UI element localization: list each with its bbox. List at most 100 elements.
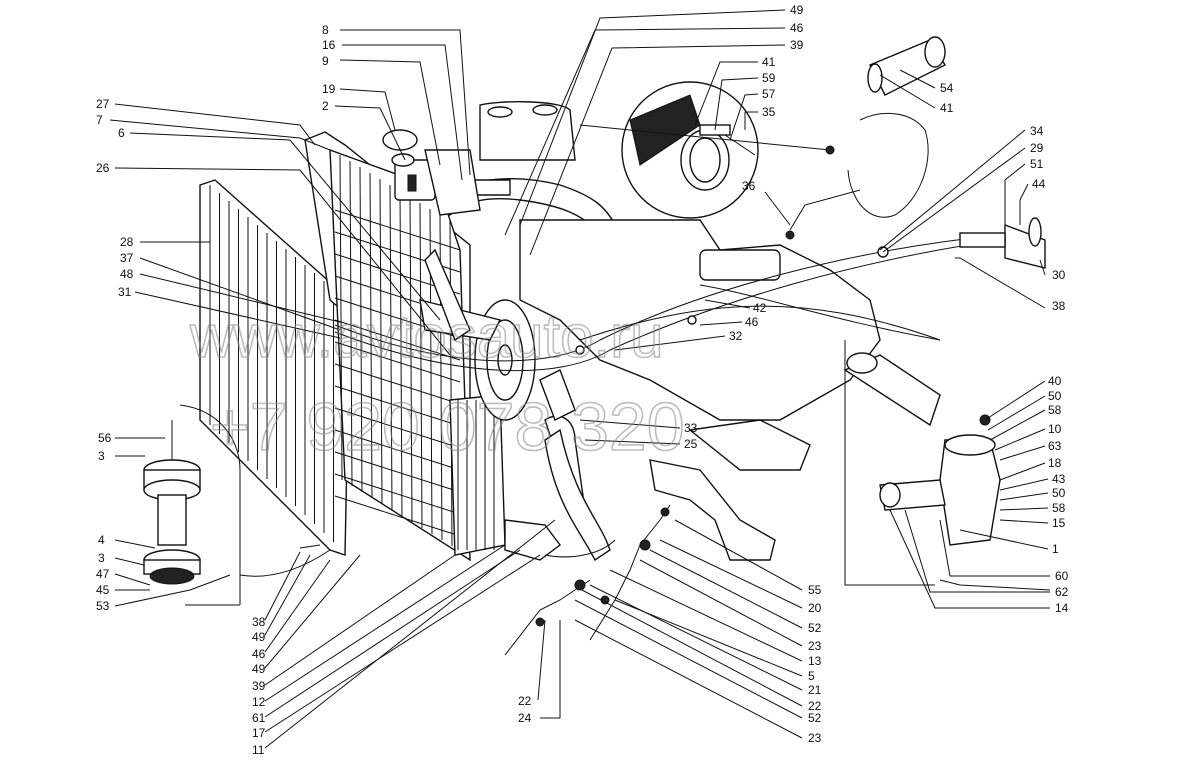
watermark: www.avtosauto.ru +7 920 078 320	[188, 302, 685, 466]
callout-number: 38	[1052, 299, 1066, 313]
callout-number: 39	[790, 38, 804, 52]
callout-number: 39	[252, 679, 266, 693]
leader-line	[639, 559, 803, 647]
callout-number: 38	[252, 615, 266, 629]
leader-line	[609, 569, 803, 662]
radiator-cap	[382, 129, 418, 192]
leader-line	[882, 147, 1026, 253]
leader-line	[114, 539, 156, 549]
callout-number: 21	[808, 683, 822, 697]
callout-number: 32	[729, 329, 743, 343]
leader-line	[129, 132, 441, 321]
leader-line	[999, 445, 1046, 461]
leader-line	[879, 129, 1026, 251]
leader-line	[939, 519, 1050, 577]
leader-line	[989, 409, 1046, 441]
callout-number: 31	[118, 285, 132, 299]
callout-number: 36	[742, 179, 756, 193]
callout-number: 46	[790, 21, 804, 35]
callout-number: 46	[745, 315, 759, 329]
upper-right-hose	[579, 36, 946, 240]
drain-taps	[504, 504, 671, 656]
leader-line	[139, 273, 341, 323]
leader-line	[714, 77, 759, 131]
leader-line	[889, 509, 1050, 609]
callout-number: 30	[1052, 268, 1066, 282]
callout-number: 58	[1052, 501, 1066, 515]
leader-line	[540, 620, 561, 719]
callout-number: 48	[120, 267, 134, 281]
callout-number: 53	[96, 599, 110, 613]
callout-number: 14	[1055, 601, 1069, 615]
leader-line	[264, 559, 331, 653]
callout-number: 9	[322, 54, 329, 68]
callout-number: 23	[808, 731, 822, 745]
leader-line	[589, 584, 803, 691]
leader-line	[264, 544, 506, 702]
fan-pulley	[419, 248, 536, 421]
callout-number: 57	[762, 87, 776, 101]
callout-number: 11	[252, 743, 265, 757]
leader-line	[994, 428, 1046, 451]
leader-line	[504, 27, 786, 236]
callout-number: 23	[808, 639, 822, 653]
callout-number: 40	[1048, 374, 1062, 388]
leader-line	[529, 44, 786, 256]
callout-number: 7	[96, 113, 103, 127]
callout-number: 25	[684, 437, 698, 451]
leader-line	[899, 69, 936, 89]
callout-number: 51	[1030, 157, 1044, 171]
callout-number: 16	[322, 38, 336, 52]
callout-number: 33	[684, 421, 698, 435]
callout-number: 8	[322, 23, 329, 37]
lower-hoses	[504, 369, 616, 562]
leader-line	[109, 119, 331, 151]
leader-line	[264, 519, 556, 749]
callout-number: 3	[98, 449, 105, 463]
callout-number: 22	[808, 699, 822, 713]
right-filter-assembly	[843, 352, 1001, 546]
callout-number: 35	[762, 105, 776, 119]
leader-line	[999, 478, 1049, 491]
callout-number: 2	[322, 99, 329, 113]
callout-labels: 8169494639415957355441277619226363429514…	[96, 3, 1069, 757]
callout-number: 20	[808, 601, 822, 615]
callout-number: 15	[1052, 516, 1066, 530]
callout-number: 63	[1048, 439, 1062, 453]
callout-number: 37	[120, 251, 134, 265]
leader-line	[264, 554, 361, 669]
leader-line	[339, 59, 441, 166]
callout-number: 5	[808, 669, 815, 683]
callout-number: 28	[120, 235, 134, 249]
leader-line	[264, 549, 521, 718]
callout-number: 34	[1030, 124, 1044, 138]
leader-line	[674, 519, 803, 591]
callout-number: 41	[762, 55, 776, 69]
leader-line	[1004, 163, 1026, 230]
callout-number: 22	[518, 694, 532, 708]
control-knob	[959, 217, 1046, 269]
leader-line	[904, 509, 1050, 593]
radiator	[304, 131, 506, 562]
leader-line	[340, 29, 471, 176]
leader-line	[264, 554, 541, 733]
leader-line	[999, 462, 1046, 481]
callout-number: 41	[940, 101, 954, 115]
watermark-site: www.avtosauto.ru	[189, 303, 664, 370]
leader-line	[264, 554, 311, 636]
callout-number: 56	[98, 431, 112, 445]
callout-number: 13	[808, 654, 822, 668]
leader-line	[584, 439, 681, 445]
callout-number: 52	[808, 621, 822, 635]
leader-line	[659, 539, 803, 609]
callout-number: 6	[118, 126, 125, 140]
callout-number: 3	[98, 551, 105, 565]
callout-number: 46	[252, 647, 266, 661]
callout-number: 59	[762, 71, 776, 85]
callout-number: 47	[96, 567, 110, 581]
callout-number: 24	[518, 711, 532, 725]
leader-line	[114, 557, 145, 566]
callout-number: 49	[790, 3, 804, 17]
leader-line	[999, 507, 1049, 511]
leader-line	[139, 257, 341, 331]
